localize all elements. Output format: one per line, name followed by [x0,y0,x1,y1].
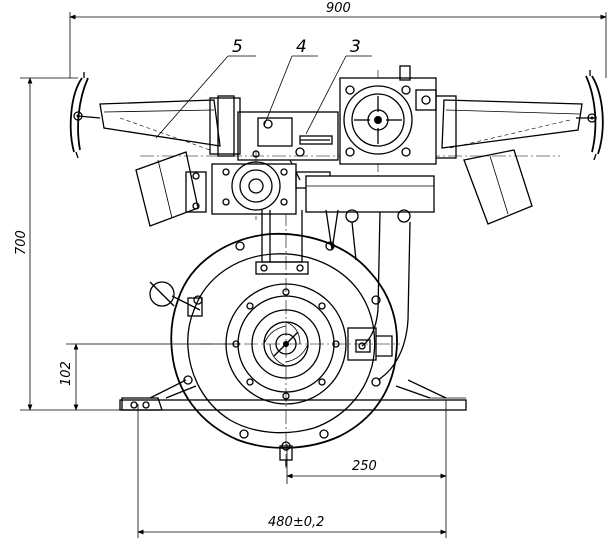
dimension-overall-width: 900 [69,1,607,78]
priming-lever [149,281,203,317]
callout-3-label: 3 [350,37,361,57]
right-arm-assembly [433,95,583,225]
left-flange-hub [211,161,331,215]
discharge-pipe [255,175,435,381]
callout-5-label: 5 [232,37,243,57]
pump-volute-casing [170,232,398,466]
callout-part-3: 3 [305,37,372,135]
dimension-offset-250: 250 [286,400,447,484]
middle-mechanism [237,111,339,181]
callout-part-5: 5 [155,37,256,139]
dim-250-label: 250 [352,459,377,474]
callout-part-4: 4 [263,37,318,127]
dim-900-label: 900 [326,1,351,16]
upper-valve-body [339,65,437,165]
left-arm-assembly [99,95,241,227]
callout-4-label: 4 [296,37,307,57]
dim-102-label: 102 [59,361,74,386]
dimension-overall-height: 700 [14,77,120,411]
base-frame [119,379,467,411]
side-outlet [347,327,393,361]
dimension-base-span: 480±0,2 [137,404,447,538]
dim-700-label: 700 [14,230,29,255]
left-handwheel-icon [69,72,101,159]
dim-480-label: 480±0,2 [268,515,324,530]
right-handwheel-icon [576,70,604,161]
